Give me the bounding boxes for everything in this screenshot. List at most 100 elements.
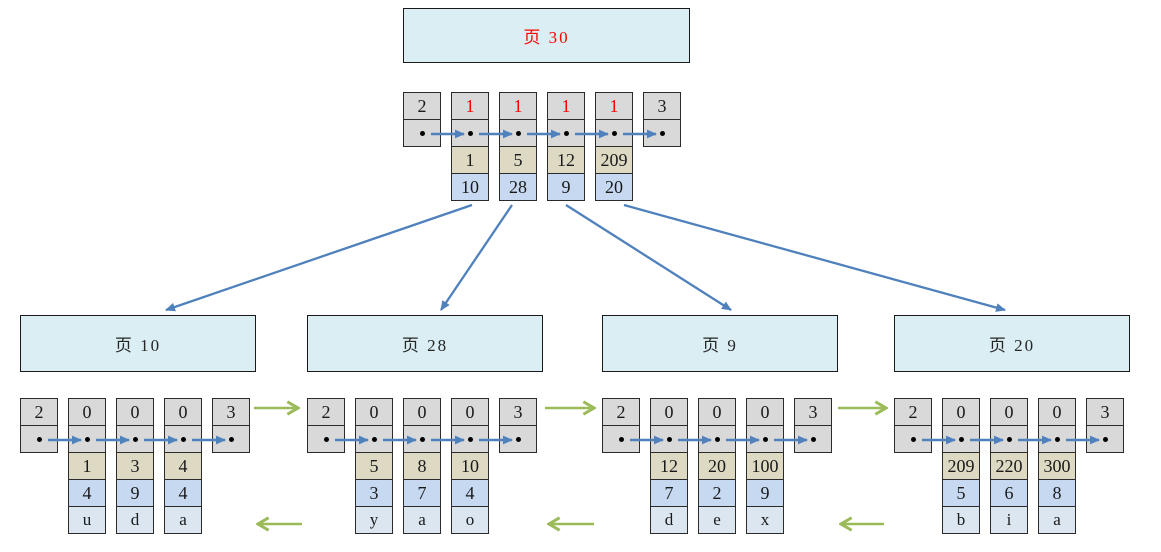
supremum-column: 3	[643, 92, 681, 147]
pointer-dot	[714, 436, 720, 442]
infimum-column: 2	[307, 398, 345, 453]
pointer-dot-cell	[942, 425, 980, 453]
record-type-cell: 0	[942, 398, 980, 426]
record-type-cell: 0	[698, 398, 736, 426]
key-cell: 5	[499, 146, 537, 174]
record-type-cell: 0	[403, 398, 441, 426]
record-type-cell: 2	[602, 398, 640, 426]
record-type-cell: 3	[499, 398, 537, 426]
key-cell: 1	[451, 146, 489, 174]
record-type-cell: 0	[355, 398, 393, 426]
leaf-page-box-28: 页 28	[307, 315, 543, 372]
value-cell: 5	[942, 479, 980, 507]
child-pointer-arrow-page-9	[565, 204, 732, 311]
pointer-dot-cell	[20, 425, 58, 453]
value-cell: 4	[68, 479, 106, 507]
pointer-dot	[611, 130, 617, 136]
key-cell: 3	[116, 452, 154, 480]
record-type-cell: 1	[547, 92, 585, 120]
record-type-cell: 3	[1086, 398, 1124, 426]
pointer-dot	[958, 436, 964, 442]
pointer-dot	[810, 436, 816, 442]
pointer-dot	[467, 130, 473, 136]
record-type-cell: 2	[307, 398, 345, 426]
record-type-cell: 0	[650, 398, 688, 426]
pointer-dot	[419, 436, 425, 442]
supremum-column: 3	[212, 398, 250, 453]
pointer-dot-cell	[794, 425, 832, 453]
pointer-dot-cell	[698, 425, 736, 453]
pointer-dot-cell	[164, 425, 202, 453]
record-column: 0 1 4 u	[68, 398, 106, 534]
key-cell: 100	[746, 452, 784, 480]
child-pointer-arrow-page-10	[165, 203, 473, 312]
char-cell: y	[355, 506, 393, 534]
char-cell: i	[990, 506, 1028, 534]
pointer-dot-cell	[602, 425, 640, 453]
page-no-cell: 9	[547, 173, 585, 201]
value-cell: 8	[1038, 479, 1076, 507]
key-cell: 4	[164, 452, 202, 480]
record-column: 0 20 2 e	[698, 398, 736, 534]
supremum-column: 3	[1086, 398, 1124, 453]
record-type-cell: 2	[20, 398, 58, 426]
record-type-cell: 0	[746, 398, 784, 426]
key-cell: 220	[990, 452, 1028, 480]
pointer-dot-cell	[451, 425, 489, 453]
pointer-dot	[659, 130, 665, 136]
pointer-dot	[323, 436, 329, 442]
char-cell: b	[942, 506, 980, 534]
leaf-page-title: 页 10	[114, 336, 162, 355]
pointer-dot-cell	[1086, 425, 1124, 453]
pointer-dot-cell	[746, 425, 784, 453]
char-cell: d	[650, 506, 688, 534]
page-no-cell: 28	[499, 173, 537, 201]
pointer-dot-cell	[499, 119, 537, 147]
root-page-title: 页 30	[523, 28, 570, 47]
pointer-dot	[419, 130, 425, 136]
pointer-dot	[180, 436, 186, 442]
pointer-dot-cell	[595, 119, 633, 147]
pointer-dot	[371, 436, 377, 442]
pointer-dot	[132, 436, 138, 442]
record-column: 0 4 4 a	[164, 398, 202, 534]
pointer-dot-cell	[499, 425, 537, 453]
infimum-column: 2	[602, 398, 640, 453]
record-type-cell: 0	[451, 398, 489, 426]
char-cell: a	[403, 506, 441, 534]
pointer-dot	[84, 436, 90, 442]
pointer-dot	[1054, 436, 1060, 442]
char-cell: x	[746, 506, 784, 534]
directory-entry-column: 1 12 9	[547, 92, 585, 201]
pointer-dot-cell	[403, 119, 441, 147]
leaf-page-box-20: 页 20	[894, 315, 1130, 372]
record-column: 0 300 8 a	[1038, 398, 1076, 534]
record-column: 0 8 7 a	[403, 398, 441, 534]
infimum-column: 2	[894, 398, 932, 453]
record-type-cell: 0	[164, 398, 202, 426]
char-cell: a	[1038, 506, 1076, 534]
pointer-dot	[563, 130, 569, 136]
pointer-dot-cell	[547, 119, 585, 147]
infimum-column: 2	[20, 398, 58, 453]
record-column: 0 100 9 x	[746, 398, 784, 534]
pointer-dot	[467, 436, 473, 442]
record-column: 0 10 4 o	[451, 398, 489, 534]
page-no-cell: 20	[595, 173, 633, 201]
char-cell: e	[698, 506, 736, 534]
key-cell: 209	[942, 452, 980, 480]
key-cell: 209	[595, 146, 633, 174]
pointer-dot-cell	[650, 425, 688, 453]
leaf-page-title: 页 28	[401, 336, 449, 355]
record-column: 0 209 5 b	[942, 398, 980, 534]
record-column: 0 5 3 y	[355, 398, 393, 534]
key-cell: 20	[698, 452, 736, 480]
value-cell: 9	[746, 479, 784, 507]
value-cell: 6	[990, 479, 1028, 507]
pointer-dot-cell	[643, 119, 681, 147]
record-type-cell: 2	[894, 398, 932, 426]
key-cell: 5	[355, 452, 393, 480]
record-type-cell: 1	[451, 92, 489, 120]
record-type-cell: 3	[794, 398, 832, 426]
